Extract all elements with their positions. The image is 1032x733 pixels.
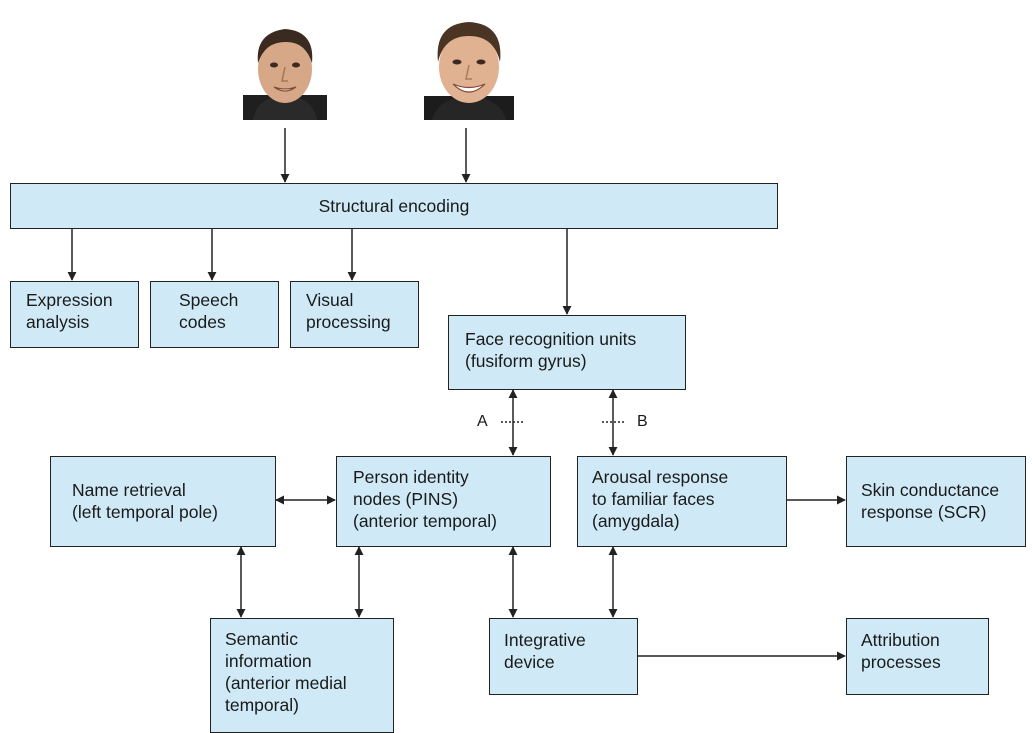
face-recognition-units-box: Face recognition units (fusiform gyrus) [448, 315, 686, 390]
name-retrieval-box: Name retrieval (left temporal pole) [50, 456, 276, 547]
integrative-device-box: Integrative device [489, 618, 638, 695]
route-a-label: A [477, 413, 488, 430]
face-photo-2 [424, 22, 514, 120]
speech-codes-box: Speech codes [150, 281, 279, 348]
route-b-label: B [637, 413, 648, 430]
structural-encoding-box: Structural encoding [10, 183, 778, 229]
attribution-processes-box: Attribution processes [846, 618, 989, 695]
arousal-response-box: Arousal response to familiar faces (amyg… [577, 456, 787, 547]
person-identity-nodes-box: Person identity nodes (PINS) (anterior t… [336, 456, 551, 547]
semantic-information-box: Semantic information (anterior medial te… [210, 618, 394, 733]
expression-analysis-box: Expression analysis [10, 281, 139, 348]
face-photo-1 [243, 29, 327, 120]
visual-processing-box: Visual processing [290, 281, 419, 348]
skin-conductance-box: Skin conductance response (SCR) [846, 456, 1026, 547]
